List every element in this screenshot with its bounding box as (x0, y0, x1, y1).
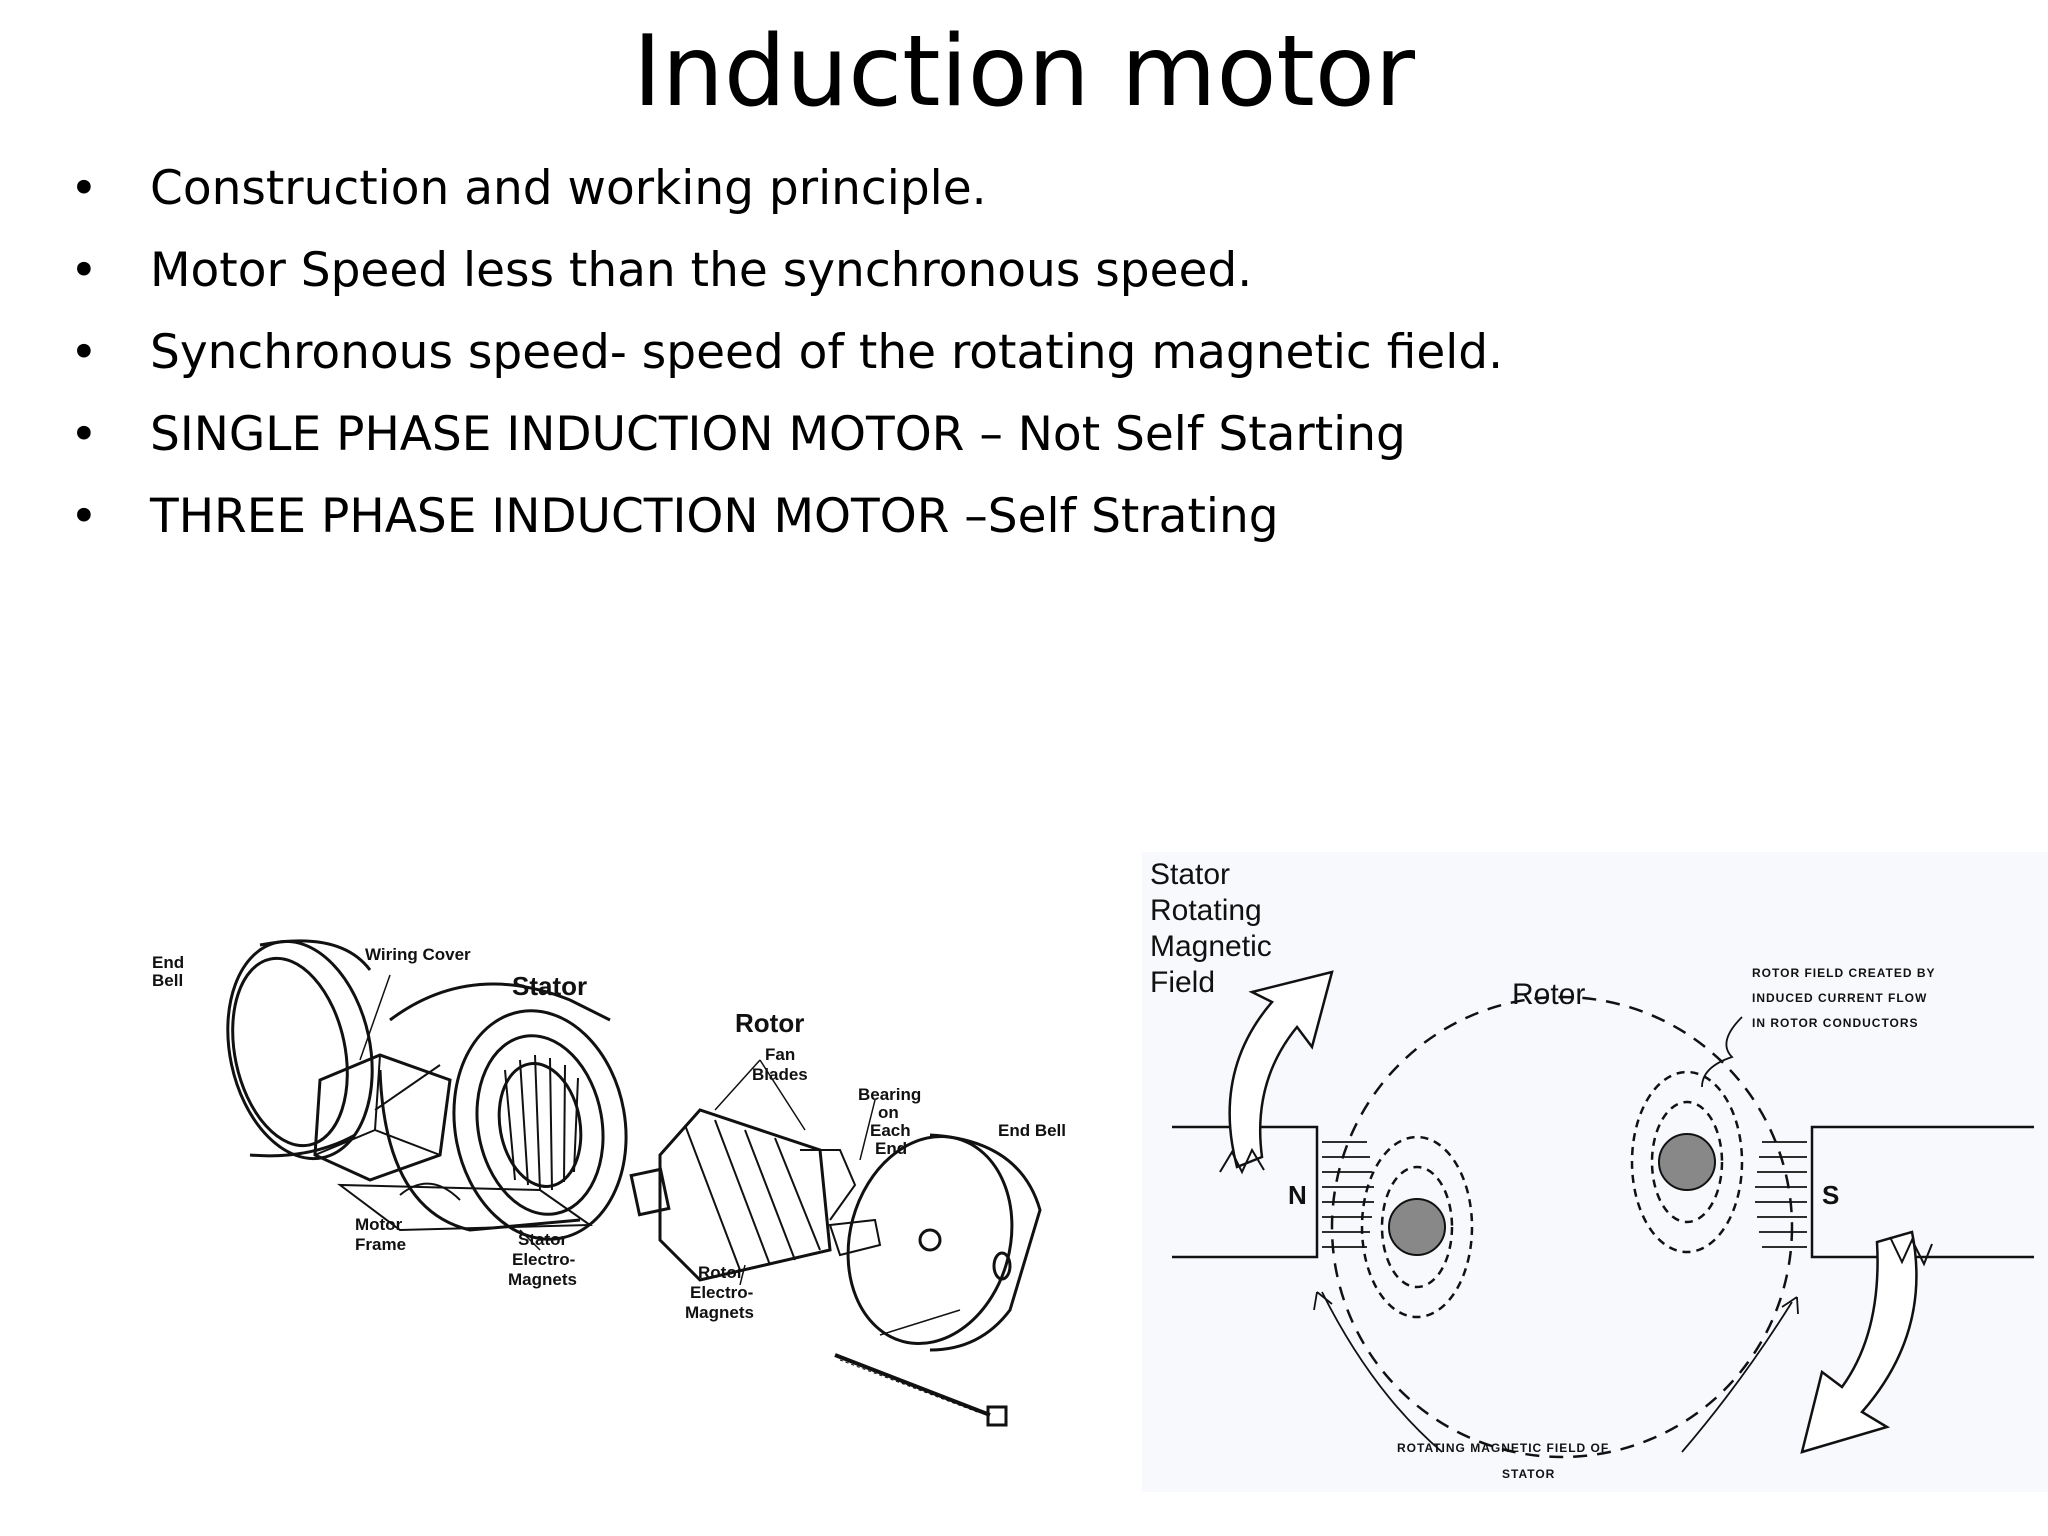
stator-housing-drawing (313, 982, 628, 1241)
label-fan-blades: Blades (752, 1065, 808, 1084)
label-rotor-electromagnets: Magnets (685, 1303, 754, 1322)
bullet-dot: • (70, 325, 98, 380)
label-rotating-field-note: ROTATING MAGNETIC FIELD OF (1397, 1441, 1609, 1455)
label-fan-blades: Fan (765, 1045, 795, 1064)
bullet-item: • THREE PHASE INDUCTION MOTOR –Self Strat… (70, 476, 1503, 558)
rotor-outline-drawing (1330, 995, 1794, 1459)
bullet-dot: • (70, 161, 98, 216)
bullet-text: Construction and working principle. (150, 161, 987, 216)
label-pole-north: N (1288, 1180, 1307, 1210)
label-end-bell-left: End (152, 953, 184, 972)
label-motor-frame: Motor (355, 1215, 403, 1234)
rotating-field-diagram: Stator Rotating Magnetic Field Rotor ROT… (1142, 852, 2048, 1492)
bullet-item: • Construction and working principle. (70, 148, 1503, 230)
bullet-list: • Construction and working principle. • Mo… (70, 148, 1503, 558)
label-stator: Stator (512, 971, 587, 1001)
label-stator-electromagnets: Stator (518, 1230, 568, 1249)
bullet-text: SINGLE PHASE INDUCTION MOTOR – Not Self … (150, 407, 1406, 462)
bullet-text: Motor Speed less than the synchronous sp… (150, 243, 1253, 298)
label-end-bell-right: End Bell (998, 1121, 1066, 1140)
label-stator-electromagnets: Electro- (512, 1250, 575, 1269)
rotor-drawing (629, 1108, 882, 1282)
label-stator-field: Magnetic (1150, 930, 1272, 963)
bullet-text: THREE PHASE INDUCTION MOTOR –Self Strati… (150, 489, 1279, 544)
label-wiring-cover: Wiring Cover (365, 945, 471, 964)
bullet-dot: • (70, 489, 98, 544)
label-rotor-field-note: INDUCED CURRENT FLOW (1752, 991, 1927, 1005)
label-rotor: Rotor (735, 1008, 804, 1038)
label-bearing: on (878, 1103, 899, 1122)
label-stator-field: Field (1150, 966, 1215, 999)
label-rotor-field-note: IN ROTOR CONDUCTORS (1752, 1016, 1919, 1030)
end-bell-right-drawing (846, 1133, 1042, 1352)
slide-title: Induction motor (632, 15, 1416, 129)
label-motor-frame: Frame (355, 1235, 406, 1254)
bullet-item: • SINGLE PHASE INDUCTION MOTOR – Not Self… (70, 394, 1503, 476)
label-bearing: Each (870, 1121, 911, 1140)
label-bearing: End (875, 1139, 907, 1158)
exploded-motor-diagram: End Bell Wiring Cover Stator Motor Frame… (152, 939, 1066, 1427)
label-rotor-electromagnets: Electro- (690, 1283, 753, 1302)
bullet-dot: • (70, 243, 98, 298)
bullet-item: • Motor Speed less than the synchronous s… (70, 230, 1503, 312)
label-stator-field: Stator (1150, 858, 1230, 891)
bullet-text: Synchronous speed- speed of the rotating… (150, 325, 1504, 380)
label-rotor-electromagnets: Rotor (698, 1263, 744, 1282)
label-stator-field: Rotating (1150, 894, 1262, 927)
bullet-dot: • (70, 407, 98, 462)
bolt-drawing (834, 1353, 1008, 1427)
label-rotor-field-note: ROTOR FIELD CREATED BY (1752, 966, 1936, 980)
label-rotating-field-note: STATOR (1502, 1467, 1555, 1481)
bullet-item: • Synchronous speed- speed of the rotatin… (70, 312, 1503, 394)
south-pole-drawing (1810, 1125, 2034, 1259)
label-bearing: Bearing (858, 1085, 921, 1104)
label-stator-electromagnets: Magnets (508, 1270, 577, 1289)
label-pole-south: S (1822, 1180, 1839, 1210)
label-end-bell-left: Bell (152, 971, 183, 990)
label-rotor: Rotor (1512, 978, 1585, 1011)
